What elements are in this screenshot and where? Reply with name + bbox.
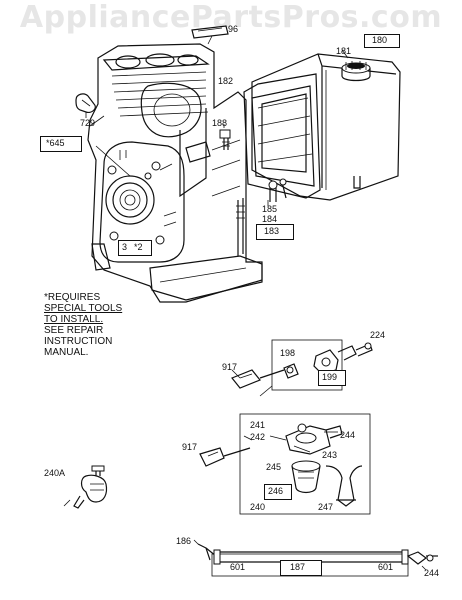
box-part-187 <box>280 560 322 576</box>
box-part-183 <box>256 224 294 240</box>
label-part-198: 198 <box>280 348 296 358</box>
box-part-3-2 <box>118 240 152 256</box>
note-line-2: SPECIAL TOOLS <box>44 303 123 314</box>
label-part-186: 186 <box>176 536 192 546</box>
label-part-601-a: 601 <box>230 562 246 572</box>
special-tools-note: *REQUIRES SPECIAL TOOLS TO INSTALL. SEE … <box>44 292 164 358</box>
label-part-3: 3 <box>122 242 128 252</box>
label-part-2: *2 <box>134 242 143 252</box>
label-part-244-a: 244 <box>340 430 356 440</box>
label-part-243: 243 <box>322 450 338 460</box>
label-part-182: 182 <box>218 76 234 86</box>
leader-lines-top <box>89 35 349 206</box>
label-part-199: 199 <box>322 372 338 382</box>
label-part-240: 240 <box>250 502 266 512</box>
label-part-188: 188 <box>212 118 228 128</box>
part-96-gasket <box>191 25 229 39</box>
label-part-244-b: 244 <box>424 568 440 578</box>
label-part-247: 247 <box>318 502 334 512</box>
note-line-5: INSTRUCTION <box>44 336 113 347</box>
label-part-185: 185 <box>262 204 278 214</box>
fuel-shutoff-assembly <box>231 339 373 391</box>
label-part-917-a: 917 <box>222 362 238 372</box>
box-part-645 <box>40 136 82 152</box>
part-729-clip <box>75 93 96 118</box>
label-part-183: 183 <box>264 226 280 236</box>
note-line-3: TO INSTALL. <box>44 314 104 325</box>
part-188-bolt <box>219 129 231 150</box>
fuel-tank-illustration <box>243 53 401 202</box>
label-part-241: 241 <box>250 420 266 430</box>
note-line-1: *REQUIRES <box>44 292 101 303</box>
label-part-246: 246 <box>268 486 284 496</box>
note-line-4: SEE REPAIR <box>44 325 104 336</box>
label-part-180: 180 <box>372 35 388 45</box>
label-part-917-b: 917 <box>182 442 198 452</box>
label-part-242: 242 <box>250 432 266 442</box>
leader-lines-bottom <box>243 385 427 571</box>
site-watermark: AppliancePartsPros.com <box>19 0 443 35</box>
label-part-96: 96 <box>228 24 239 34</box>
label-part-224: 224 <box>370 330 386 340</box>
label-part-729: 729 <box>80 118 96 128</box>
box-part-199 <box>318 370 346 386</box>
label-part-240A: 240A <box>44 468 66 478</box>
label-part-645: *645 <box>46 138 65 148</box>
label-part-181: 181 <box>336 46 352 56</box>
label-part-601-b: 601 <box>378 562 394 572</box>
box-part-180 <box>364 34 400 48</box>
box-part-246 <box>264 484 292 500</box>
part-240A-inline-filter <box>63 465 108 509</box>
label-part-245: 245 <box>266 462 282 472</box>
label-part-187: 187 <box>290 562 306 572</box>
note-line-6: MANUAL. <box>44 347 89 358</box>
engine-block-illustration <box>87 43 263 303</box>
label-part-184: 184 <box>262 214 278 224</box>
